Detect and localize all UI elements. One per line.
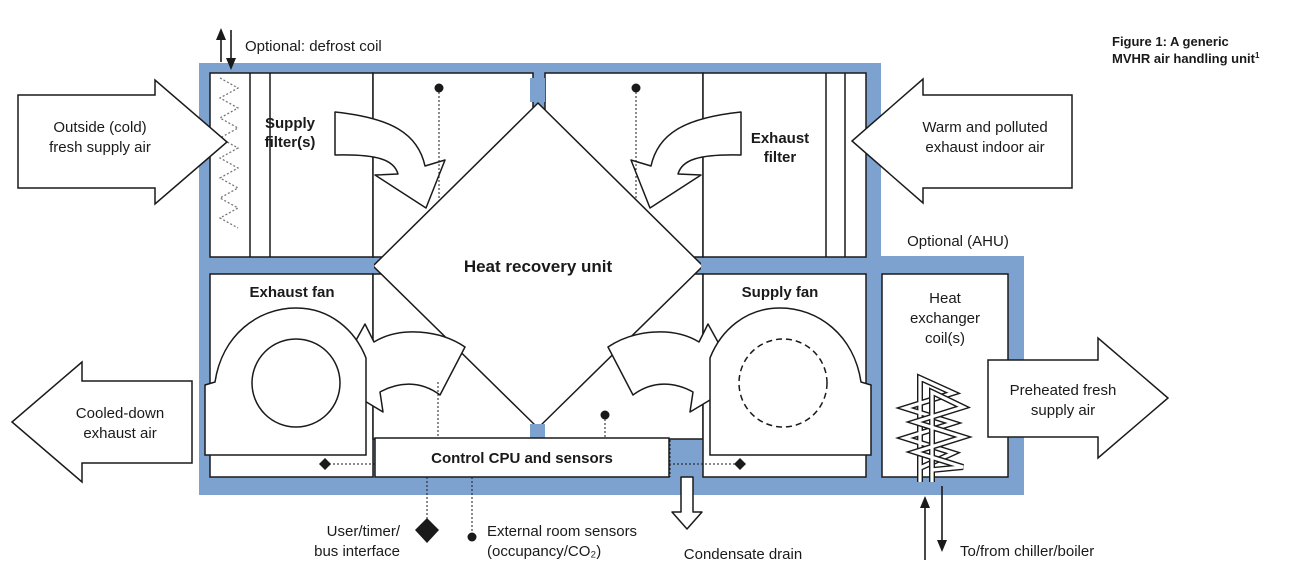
sensor-dots (319, 83, 746, 542)
warm-air-label-1: Warm and polluted (922, 119, 1047, 136)
chiller-arrows-icon (920, 486, 947, 560)
hx-coil-icon (894, 373, 974, 482)
diamond-top-tab (530, 78, 545, 102)
defrost-arrows-icon (216, 28, 236, 70)
figure-caption-superscript: 1 (1255, 51, 1260, 60)
hx-coil-label-2: exchanger (910, 310, 980, 327)
defrost-coil (218, 77, 240, 229)
hx-coil-label-1: Heat (929, 290, 962, 307)
outside-air-label-2: fresh supply air (49, 139, 151, 156)
preheated-air-label-1: Preheated fresh (1010, 382, 1117, 399)
condensate-drain-arrow (671, 476, 703, 530)
condensate-drain-label: Condensate drain (684, 546, 802, 563)
cooled-air-arrow (10, 360, 193, 484)
warm-air-label-2: exhaust indoor air (925, 139, 1044, 156)
exhaust-filter-compartment (702, 72, 867, 258)
cooled-air-label-1: Cooled-down (76, 405, 164, 422)
supply-filter-compartment (209, 72, 374, 258)
exhaust-filter-slats (825, 73, 846, 257)
user-interface-label-1: User/timer/ (327, 523, 401, 540)
cooled-air-label-2: exhaust air (83, 425, 156, 442)
outside-air-label-1: Outside (cold) (53, 119, 146, 136)
external-sensors-label-1: External room sensors (487, 523, 637, 540)
optional-ahu-label: Optional (AHU) (907, 233, 1009, 250)
preheated-air-label-2: supply air (1031, 402, 1095, 419)
figure-caption-line-2: MVHR air handling unit1 (1112, 51, 1260, 66)
supply-fan-label: Supply fan (742, 284, 819, 301)
defrost-label: Optional: defrost coil (245, 38, 382, 55)
user-interface-label-2: bus interface (314, 543, 400, 560)
figure-caption-line-1: Figure 1: A generic (1112, 34, 1229, 49)
chiller-label: To/from chiller/boiler (960, 543, 1094, 560)
supply-fan-icon (709, 307, 872, 456)
supply-filter-label-2: filter(s) (265, 134, 316, 151)
control-box (374, 437, 670, 478)
exhaust-filter-label-2: filter (764, 149, 797, 166)
supply-filter-label-1: Supply (265, 115, 316, 132)
outside-air-arrow (17, 78, 229, 206)
supply-filter-slats (249, 73, 271, 257)
external-sensors-label-2: (occupancy/CO₂) (487, 543, 601, 560)
figure-caption-line-2-text: MVHR air handling unit (1112, 51, 1256, 66)
control-box-label: Control CPU and sensors (431, 450, 613, 467)
preheated-air-arrow (987, 336, 1170, 460)
hx-coil-label-3: coil(s) (925, 330, 965, 347)
heat-recovery-label: Heat recovery unit (464, 257, 613, 276)
exhaust-fan-icon (204, 307, 367, 456)
diamond-left-tab (352, 259, 374, 273)
exhaust-filter-label-1: Exhaust (751, 130, 809, 147)
diamond-right-tab (701, 259, 723, 273)
exhaust-fan-label: Exhaust fan (249, 284, 334, 301)
warm-air-arrow (850, 77, 1073, 205)
user-interface-diamond (415, 518, 439, 543)
exhaust-in-curved-arrow (630, 111, 742, 209)
supply-in-curved-arrow (334, 111, 446, 209)
